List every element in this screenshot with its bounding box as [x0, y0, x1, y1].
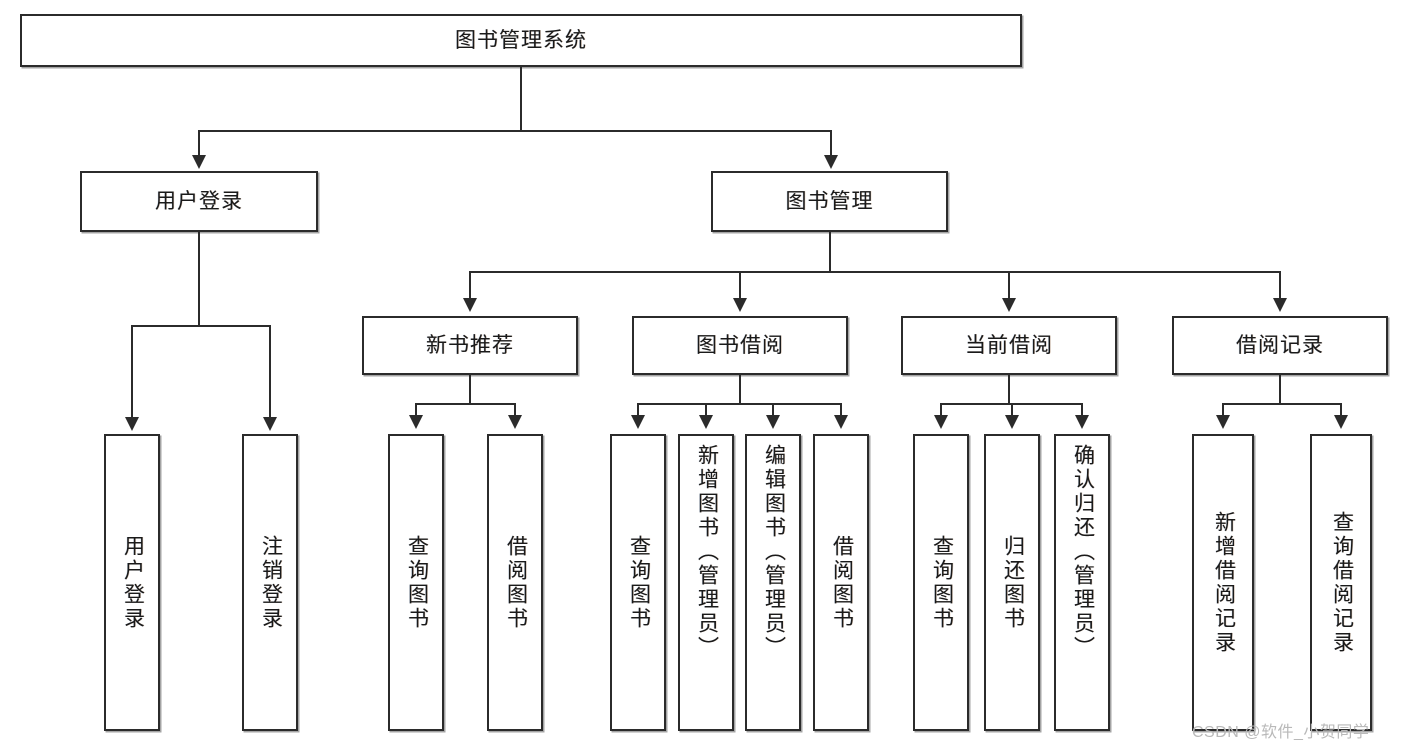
node-label: 新增图书（管理员） — [695, 444, 719, 660]
arrow-bb-to-leaf1 — [631, 415, 645, 429]
leaf-new-book-query-book[interactable]: 查询图书 — [388, 434, 444, 731]
connector-cb-to-leaf1 — [940, 403, 942, 417]
arrow-root-to-user-login — [192, 155, 206, 169]
watermark-csdn: CSDN @软件_小贺同学 — [1192, 724, 1370, 741]
connector-user-login-to-leaf1 — [131, 325, 133, 419]
leaf-book-borrow-add-book-admin[interactable]: 新增图书（管理员） — [678, 434, 734, 731]
leaf-current-borrow-return-book[interactable]: 归还图书 — [984, 434, 1040, 731]
node-label: 注销登录 — [259, 534, 283, 631]
node-label: 当前借阅 — [965, 333, 1053, 357]
connector-bm-to-book-borrow — [739, 271, 741, 300]
connector-cb-to-leaf3 — [1081, 403, 1083, 417]
arrow-bb-to-leaf2 — [699, 415, 713, 429]
arrow-bb-to-leaf3 — [766, 415, 780, 429]
node-label: 确认归还（管理员） — [1071, 444, 1095, 660]
connector-root-stem — [520, 67, 522, 131]
node-label: 用户登录 — [155, 189, 243, 213]
leaf-borrow-record-add-record[interactable]: 新增借阅记录 — [1192, 434, 1254, 731]
node-book-management[interactable]: 图书管理 — [711, 171, 948, 232]
arrow-bm-to-current-borrow — [1002, 298, 1016, 312]
node-label: 借阅图书 — [830, 534, 854, 631]
leaf-book-borrow-edit-book-admin[interactable]: 编辑图书（管理员） — [745, 434, 801, 731]
connector-cb-to-leaf2 — [1011, 403, 1013, 417]
connector-bm-to-current-borrow — [1008, 271, 1010, 300]
leaf-current-borrow-query-book[interactable]: 查询图书 — [913, 434, 969, 731]
node-current-borrow[interactable]: 当前借阅 — [901, 316, 1117, 375]
arrow-nb-to-leaf2 — [508, 415, 522, 429]
node-root-book-management-system[interactable]: 图书管理系统 — [20, 14, 1022, 67]
node-label: 借阅记录 — [1236, 333, 1324, 357]
connector-bm-to-borrow-record — [1279, 271, 1281, 300]
node-label: 查询借阅记录 — [1330, 510, 1354, 655]
connector-bb-to-leaf2 — [705, 403, 707, 417]
connector-book-management-bus — [469, 271, 1280, 273]
connector-book-borrow-stem — [739, 375, 741, 404]
connector-borrow-record-bus — [1222, 403, 1341, 405]
leaf-user-login-logout[interactable]: 注销登录 — [242, 434, 298, 731]
arrow-bm-to-book-borrow — [733, 298, 747, 312]
connector-book-management-stem — [829, 232, 831, 272]
node-label: 新增借阅记录 — [1212, 510, 1236, 655]
connector-bb-to-leaf1 — [637, 403, 639, 417]
arrow-bb-to-leaf4 — [834, 415, 848, 429]
node-label: 编辑图书（管理员） — [762, 444, 786, 660]
arrow-cb-to-leaf2 — [1005, 415, 1019, 429]
connector-borrow-record-stem — [1279, 375, 1281, 404]
connector-nb-to-leaf2 — [514, 403, 516, 417]
node-label: 图书借阅 — [696, 333, 784, 357]
connector-user-login-stem — [198, 232, 200, 326]
leaf-book-borrow-query-book[interactable]: 查询图书 — [610, 434, 666, 731]
connector-root-to-user-login — [198, 130, 200, 157]
node-label: 图书管理 — [785, 189, 874, 213]
arrow-bm-to-borrow-record — [1273, 298, 1287, 312]
node-borrow-record[interactable]: 借阅记录 — [1172, 316, 1388, 375]
connector-bb-to-leaf4 — [840, 403, 842, 417]
arrow-bm-to-new-book — [463, 298, 477, 312]
arrow-cb-to-leaf3 — [1075, 415, 1089, 429]
arrow-user-login-to-leaf1 — [125, 417, 139, 431]
connector-book-borrow-bus — [637, 403, 842, 405]
leaf-borrow-record-query-record[interactable]: 查询借阅记录 — [1310, 434, 1372, 731]
node-book-borrow[interactable]: 图书借阅 — [632, 316, 848, 375]
connector-new-book-bus — [415, 403, 516, 405]
leaf-book-borrow-borrow-book[interactable]: 借阅图书 — [813, 434, 869, 731]
leaf-current-borrow-confirm-return-admin[interactable]: 确认归还（管理员） — [1054, 434, 1110, 731]
connector-bb-to-leaf3 — [772, 403, 774, 417]
leaf-new-book-borrow-book[interactable]: 借阅图书 — [487, 434, 543, 731]
arrow-nb-to-leaf1 — [409, 415, 423, 429]
node-label: 查询图书 — [930, 534, 954, 631]
connector-bm-to-new-book — [469, 271, 471, 300]
connector-nb-to-leaf1 — [415, 403, 417, 417]
node-label: 新书推荐 — [426, 333, 514, 357]
connector-new-book-stem — [469, 375, 471, 404]
connector-br-to-leaf2 — [1340, 403, 1342, 417]
node-label: 图书管理系统 — [455, 28, 587, 52]
node-user-login[interactable]: 用户登录 — [80, 171, 318, 232]
leaf-user-login-signin[interactable]: 用户登录 — [104, 434, 160, 731]
arrow-root-to-book-management — [824, 155, 838, 169]
connector-user-login-to-leaf2 — [269, 325, 271, 419]
arrow-br-to-leaf1 — [1216, 415, 1230, 429]
node-label: 借阅图书 — [504, 534, 528, 631]
node-new-book-recommend[interactable]: 新书推荐 — [362, 316, 578, 375]
node-label: 查询图书 — [627, 534, 651, 631]
node-label: 用户登录 — [121, 534, 145, 631]
arrow-br-to-leaf2 — [1334, 415, 1348, 429]
connector-br-to-leaf1 — [1222, 403, 1224, 417]
arrow-user-login-to-leaf2 — [263, 417, 277, 431]
connector-root-bus — [198, 130, 832, 132]
connector-current-borrow-stem — [1008, 375, 1010, 404]
connector-user-login-bus — [131, 325, 270, 327]
node-label: 归还图书 — [1001, 534, 1025, 631]
connector-root-to-book-management — [830, 130, 832, 157]
arrow-cb-to-leaf1 — [934, 415, 948, 429]
node-label: 查询图书 — [405, 534, 429, 631]
